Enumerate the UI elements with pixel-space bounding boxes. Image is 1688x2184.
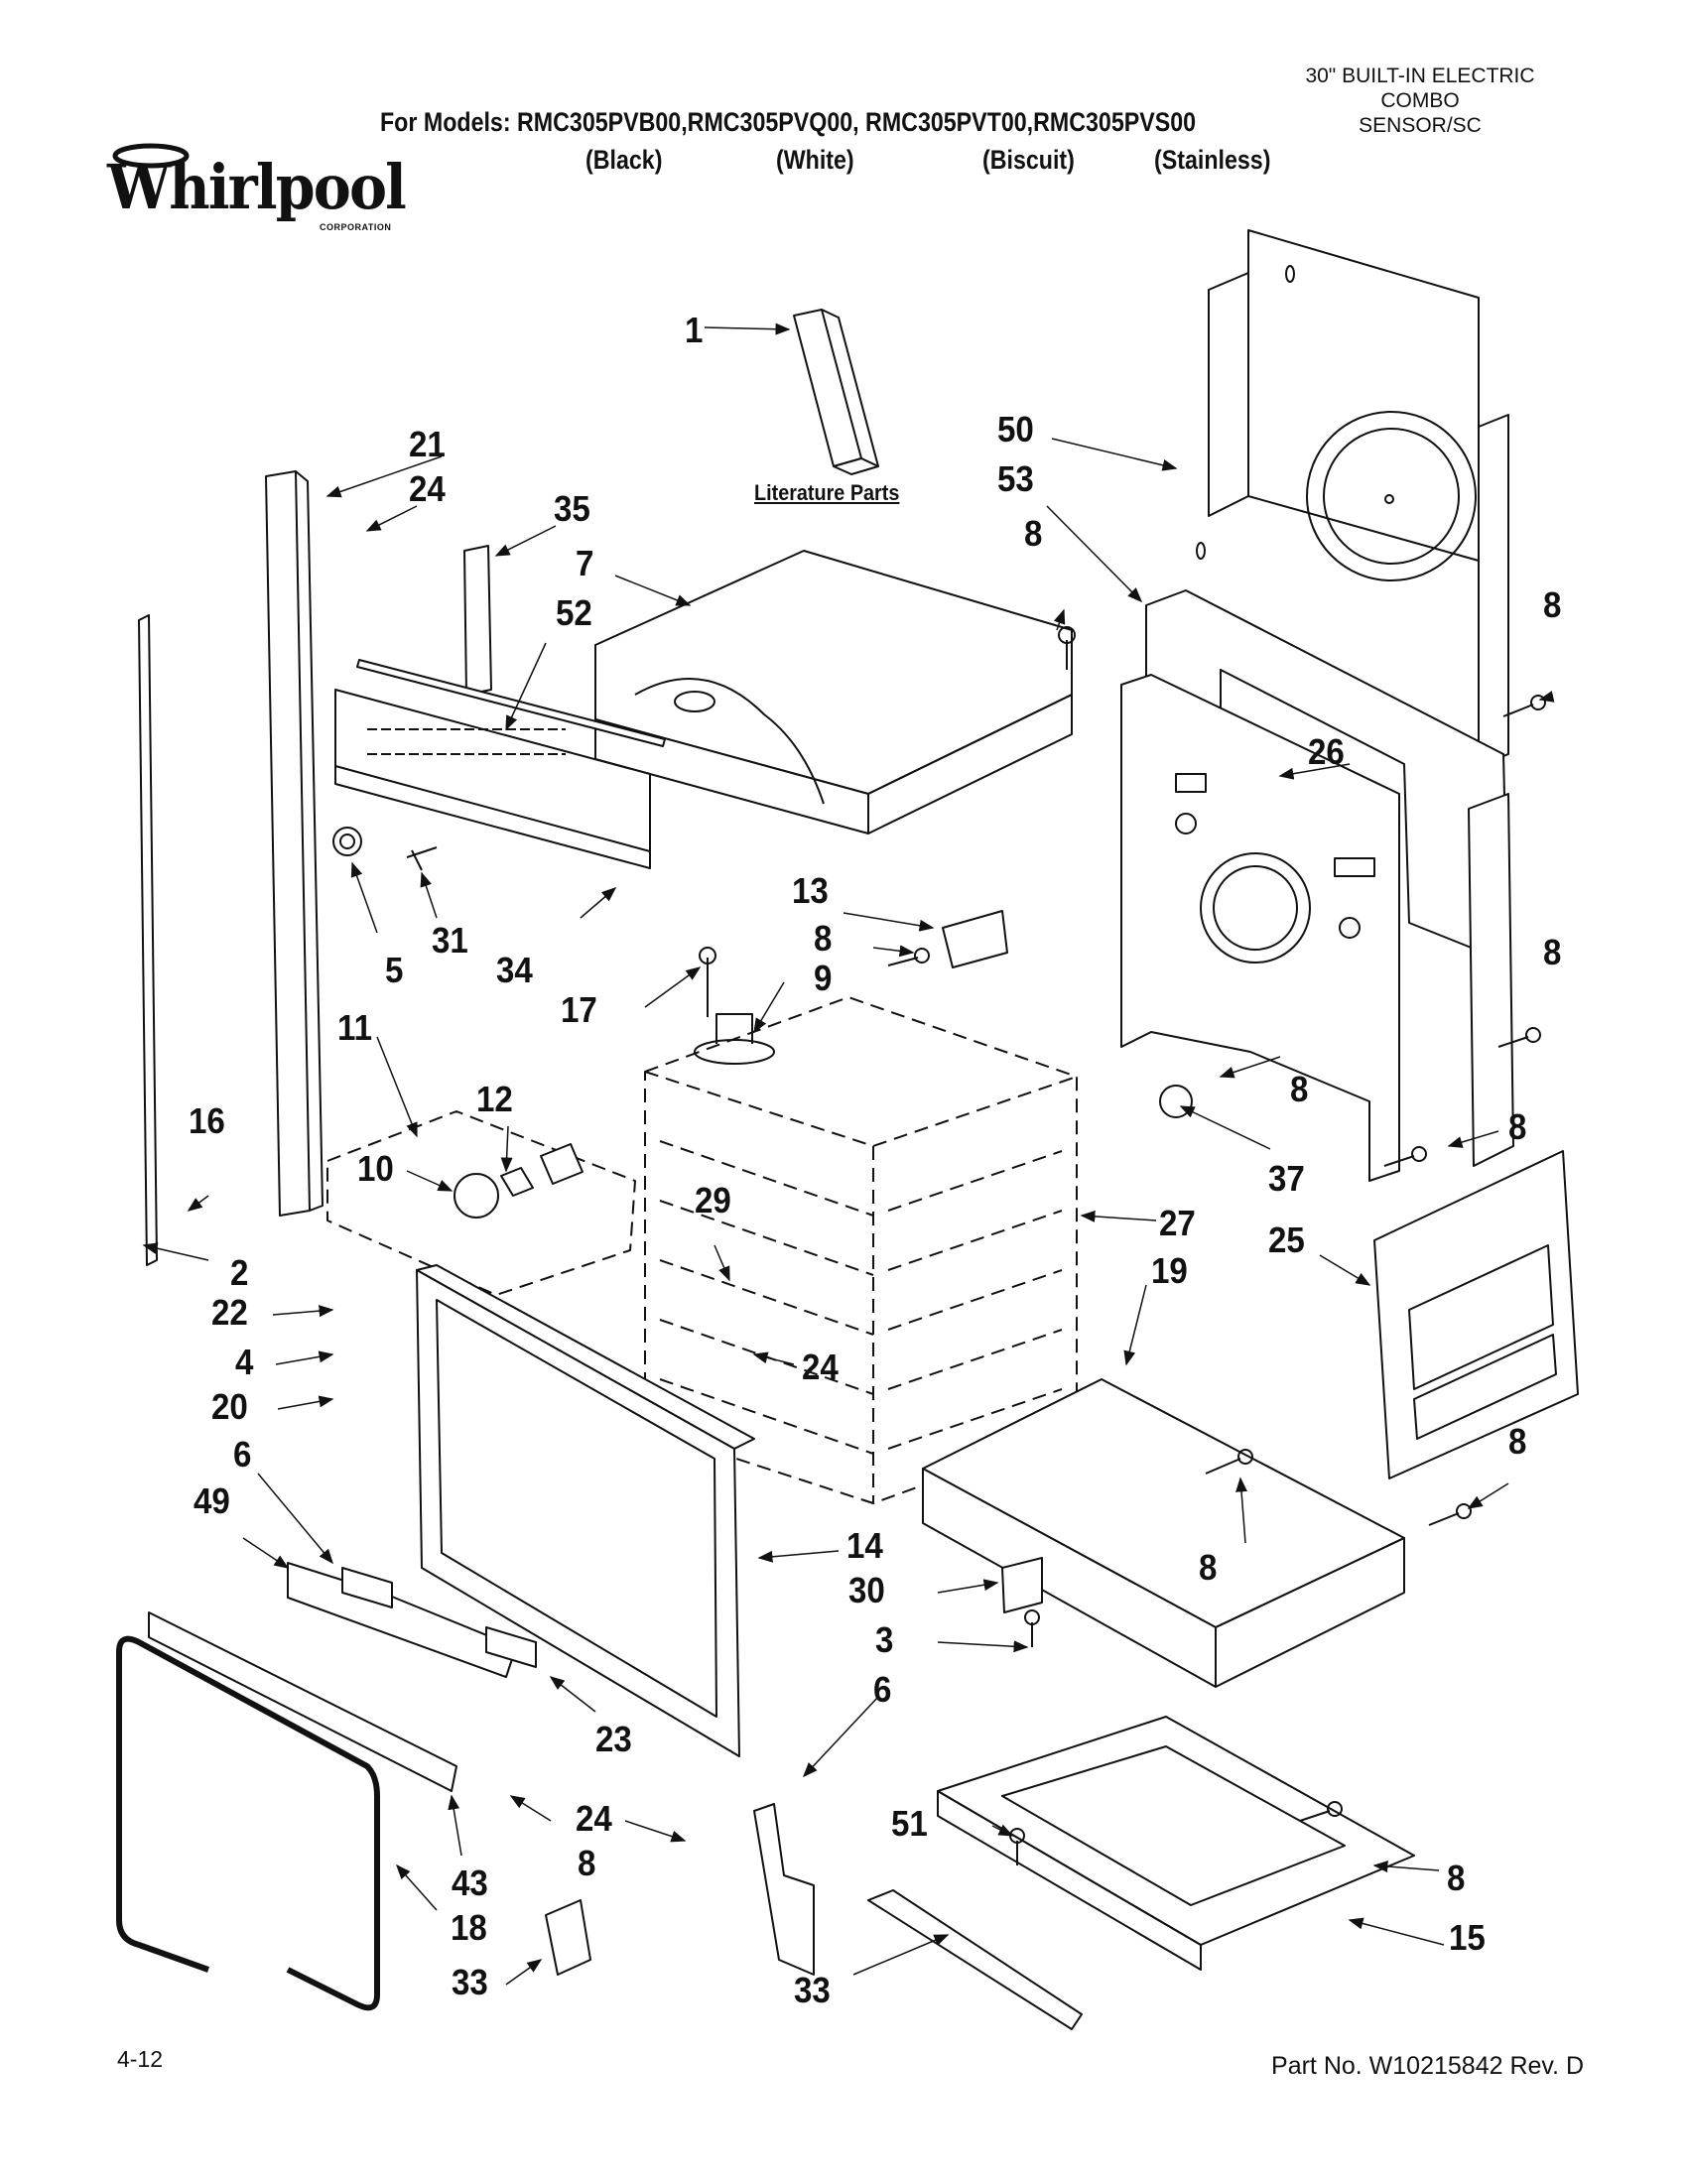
callout-30: 30 — [848, 1570, 885, 1610]
callout-6: 6 — [233, 1434, 252, 1475]
callout-8: 8 — [1543, 584, 1562, 625]
right-side-panel — [1373, 1150, 1579, 1479]
product-line-2: COMBO — [1380, 89, 1460, 112]
callout-19: 19 — [1151, 1250, 1188, 1291]
door-gasket — [116, 1635, 380, 2011]
product-line-1: 30" BUILT-IN ELECTRIC — [1305, 64, 1535, 87]
door-spacers — [287, 1562, 537, 1678]
finish-biscuit: (Biscuit) — [982, 145, 1075, 175]
callout-26: 26 — [1308, 731, 1345, 772]
callout-53: 53 — [997, 458, 1034, 499]
sensor — [694, 947, 775, 1065]
finish-black: (Black) — [585, 145, 663, 175]
upper-side-panel — [1120, 589, 1514, 1182]
callout-1: 1 — [685, 310, 704, 350]
left-side-rail — [265, 470, 324, 1217]
callout-43: 8 — [1447, 1858, 1466, 1898]
callout-9: 9 — [814, 958, 833, 998]
callout-52: 52 — [556, 592, 592, 633]
switch-assembly — [326, 1110, 636, 1296]
literature-booklet — [793, 309, 879, 475]
logo-swoosh-icon — [112, 143, 190, 169]
callout-33: 33 — [794, 1970, 831, 2010]
callout-12: 12 — [476, 1079, 513, 1119]
callout-24: 24 — [409, 468, 446, 509]
callout-17: 17 — [561, 989, 597, 1030]
callout-35: 35 — [554, 488, 590, 529]
hinge-bracket — [753, 1803, 815, 1976]
callout-11: 11 — [337, 1007, 373, 1048]
callout-21: 21 — [409, 424, 446, 464]
callout-24: 24 — [802, 1347, 839, 1387]
bracket-30 — [1001, 1557, 1043, 1613]
callout-8: 8 — [1543, 932, 1562, 972]
callout-8: 15 — [1449, 1917, 1486, 1958]
callout-50: 50 — [997, 409, 1034, 450]
knob — [332, 827, 362, 856]
callout-34: 34 — [496, 950, 533, 990]
callout-31: 31 — [432, 920, 468, 961]
callout-16: 16 — [189, 1100, 225, 1141]
callout-18: 33 — [452, 1962, 488, 2002]
callout-7: 7 — [576, 543, 594, 583]
callout-8: 3 — [875, 1619, 894, 1660]
callout-8: 8 — [1508, 1106, 1527, 1147]
product-line-3: SENSOR/SC — [1359, 114, 1482, 137]
switch-knob — [454, 1143, 584, 1219]
callout-14: 14 — [846, 1525, 883, 1566]
page-number: 4-12 — [117, 2046, 164, 2072]
screws — [887, 626, 1546, 1865]
top-rail — [356, 659, 666, 747]
callout-6: 23 — [595, 1719, 632, 1759]
callout-27: 27 — [1159, 1203, 1196, 1243]
callout-8: 8 — [1508, 1421, 1527, 1462]
callout-22: 22 — [211, 1292, 248, 1333]
finish-stainless: (Stainless) — [1154, 145, 1271, 175]
logo-corporation: CORPORATION — [320, 222, 392, 232]
bottom-panel — [922, 1378, 1405, 1688]
callout-23: 24 — [576, 1798, 612, 1839]
bottom-rail — [867, 1889, 1083, 2030]
callout-2: 2 — [230, 1252, 249, 1293]
callout-8: 51 — [891, 1803, 928, 1844]
callout-20: 20 — [211, 1386, 248, 1427]
callout-10: 10 — [357, 1148, 394, 1189]
callout-51: 43 — [452, 1863, 488, 1903]
finish-white: (White) — [776, 145, 854, 175]
left-trim-strip — [138, 614, 158, 1266]
callout-49: 49 — [194, 1480, 230, 1521]
callout-15: 18 — [451, 1907, 487, 1948]
whirlpool-logo: Whirlpool — [107, 151, 407, 223]
door-frame — [416, 1264, 755, 1757]
literature-parts-label: Literature Parts — [754, 480, 900, 505]
callout-8: 8 — [1024, 513, 1043, 554]
oven-top-panel — [594, 550, 1073, 835]
door-trim — [148, 1611, 457, 1792]
model-numbers: For Models: RMC305PVB00,RMC305PVQ00, RMC… — [380, 107, 1197, 137]
control-panel-bracket — [334, 689, 651, 869]
vent-duct — [463, 545, 492, 696]
callout-13: 13 — [792, 870, 829, 911]
base-tray — [937, 1716, 1415, 1971]
part-number: Part No. W10215842 Rev. D — [1271, 2052, 1584, 2080]
product-description: 30" BUILT-IN ELECTRIC COMBO SENSOR/SC — [1261, 64, 1579, 138]
thermostat — [1159, 1085, 1193, 1118]
bracket-13 — [942, 910, 1008, 968]
callout-8: 8 — [1199, 1547, 1218, 1588]
callout-4: 4 — [235, 1342, 254, 1382]
clip-18 — [545, 1899, 591, 1976]
callout-8: 8 — [1290, 1069, 1309, 1109]
callout-25: 25 — [1268, 1220, 1305, 1260]
rear-panel — [1196, 229, 1509, 767]
callout-37: 37 — [1268, 1158, 1305, 1199]
callout-8: 8 — [814, 918, 833, 959]
screw — [406, 846, 438, 871]
callout-5: 5 — [385, 950, 404, 990]
callout-29: 29 — [695, 1180, 731, 1220]
callout-24: 8 — [578, 1843, 596, 1883]
callout-3: 6 — [873, 1669, 892, 1710]
